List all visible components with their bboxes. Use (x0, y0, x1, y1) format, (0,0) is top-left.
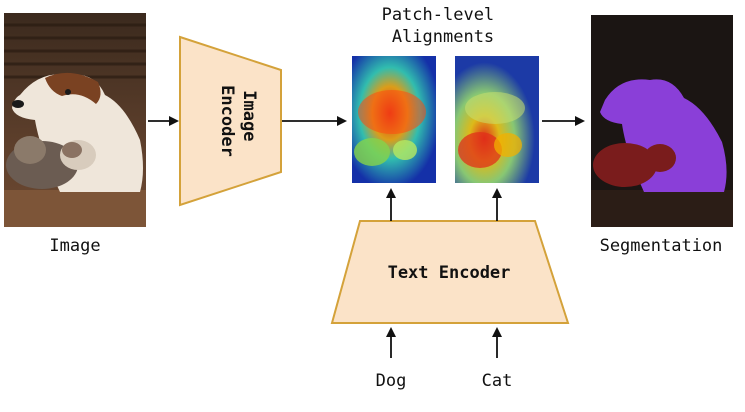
text-input-dog: Dog (376, 371, 407, 391)
heatmap-dog (352, 56, 436, 183)
alignments-title: Patch-level Alignments (382, 5, 505, 47)
text-encoder-block (330, 220, 570, 324)
segmentation-caption: Segmentation (600, 236, 723, 256)
image-encoder-block (179, 35, 282, 207)
text-input-cat: Cat (482, 371, 513, 391)
image-encoder-label: Image Encoder (217, 85, 259, 157)
heatmap-cat (455, 56, 539, 183)
text-encoder-label: Text Encoder (388, 263, 511, 283)
input-image (4, 13, 146, 227)
segmentation-output (591, 15, 733, 227)
input-image-caption: Image (49, 236, 100, 256)
